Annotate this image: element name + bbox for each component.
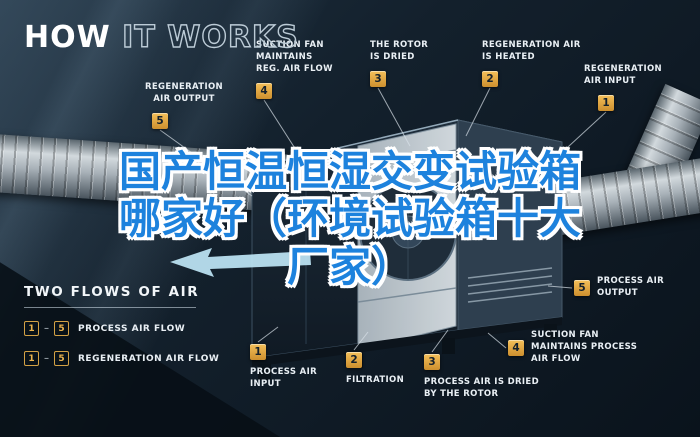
legend-row-label: REGENERATION AIR FLOW bbox=[78, 353, 220, 364]
callout-label: PROCESS AIR INPUT bbox=[250, 367, 318, 389]
callout-suction-fan-process: 4 SUCTION FAN MAINTAINS PROCESS AIR FLOW bbox=[508, 330, 637, 366]
legend-row-regeneration: 1 – 5 REGENERATION AIR FLOW bbox=[24, 351, 219, 366]
legend-badge-from: 1 bbox=[24, 321, 39, 336]
callout-number-badge: 4 bbox=[508, 339, 524, 356]
callout-rotor-is-dried: THE ROTOR IS DRIED 3 bbox=[370, 40, 428, 87]
callout-number-badge: 1 bbox=[598, 94, 614, 111]
callout-regeneration-air-output: REGENERATION AIR OUTPUT 5 bbox=[126, 82, 242, 129]
legend-divider bbox=[24, 307, 196, 308]
callout-suction-fan-reg: SUCTION FAN MAINTAINS REG. AIR FLOW 4 bbox=[256, 40, 333, 99]
callout-regeneration-air-input: REGENERATION AIR INPUT 1 bbox=[584, 64, 684, 111]
overlay-headline-line1: 国产恒温恒湿交变试验箱 bbox=[118, 147, 581, 196]
overlay-headline-line2: 哪家好（环境试验箱十大 bbox=[118, 194, 581, 244]
callout-number-badge: 4 bbox=[256, 82, 272, 99]
callout-filtration: 2 FILTRATION bbox=[346, 352, 404, 387]
callout-label: REGENERATION AIR IS HEATED bbox=[482, 40, 581, 62]
callout-process-air-dried: 3 PROCESS AIR IS DRIED BY THE ROTOR bbox=[424, 354, 539, 401]
dehumidifier-unit-illustration bbox=[251, 119, 563, 380]
callout-number-badge: 2 bbox=[482, 70, 498, 87]
legend-row-label: PROCESS AIR FLOW bbox=[78, 323, 186, 334]
callout-label: SUCTION FAN MAINTAINS PROCESS AIR FLOW bbox=[531, 330, 638, 364]
legend-row-process: 1 – 5 PROCESS AIR FLOW bbox=[24, 321, 219, 336]
callout-number-badge: 2 bbox=[346, 352, 362, 368]
callout-label: FILTRATION bbox=[346, 375, 405, 385]
callout-process-air-output: 5 PROCESS AIR OUTPUT bbox=[574, 276, 664, 300]
callout-number-badge: 5 bbox=[574, 279, 590, 296]
callout-number-badge: 3 bbox=[370, 70, 386, 87]
callout-number-badge: 1 bbox=[250, 344, 266, 360]
callout-label: PROCESS AIR IS DRIED BY THE ROTOR bbox=[424, 377, 539, 399]
airflow-arrow-icon bbox=[170, 248, 311, 277]
legend-badge-from: 1 bbox=[24, 351, 39, 366]
callout-regeneration-air-heated: REGENERATION AIR IS HEATED 2 bbox=[482, 40, 581, 87]
callout-label: SUCTION FAN MAINTAINS REG. AIR FLOW bbox=[256, 40, 333, 74]
callout-label: REGENERATION AIR OUTPUT bbox=[144, 82, 224, 104]
legend-dash: – bbox=[44, 323, 49, 334]
overlay-headline: 国产恒温恒湿交变试验箱 哪家好（环境试验箱十大 厂家） bbox=[0, 147, 700, 291]
callout-process-air-input: 1 PROCESS AIR INPUT bbox=[250, 344, 317, 391]
page-title: HOW IT WORKS bbox=[24, 19, 299, 55]
legend-two-flows: TWO FLOWS OF AIR 1 – 5 PROCESS AIR FLOW … bbox=[24, 284, 219, 381]
callout-label: THE ROTOR IS DRIED bbox=[370, 40, 429, 62]
legend-title: TWO FLOWS OF AIR bbox=[24, 284, 200, 300]
page-title-outline: IT WORKS bbox=[121, 19, 299, 55]
legend-badge-to: 5 bbox=[54, 351, 69, 366]
legend-badge-to: 5 bbox=[54, 321, 69, 336]
callout-label: PROCESS AIR OUTPUT bbox=[597, 276, 665, 298]
overlay-headline-line3: 厂家） bbox=[286, 241, 413, 291]
legend-dash: – bbox=[44, 353, 49, 364]
page-title-bold: HOW bbox=[24, 20, 111, 55]
callout-label: REGENERATION AIR INPUT bbox=[584, 64, 663, 86]
callout-number-badge: 5 bbox=[152, 112, 168, 129]
callout-number-badge: 3 bbox=[424, 354, 440, 370]
